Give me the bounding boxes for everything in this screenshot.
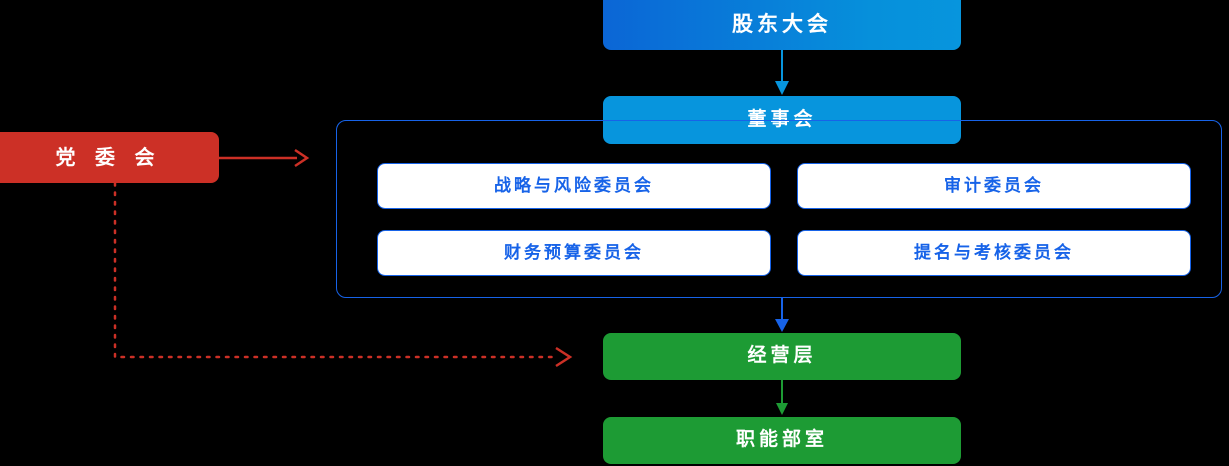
node-committee-audit[interactable]: 审计委员会 xyxy=(797,163,1191,209)
node-committee-strategy-risk[interactable]: 战略与风险委员会 xyxy=(377,163,771,209)
connector-party-to-management xyxy=(108,183,578,383)
node-management-layer[interactable]: 经营层 xyxy=(603,333,961,380)
node-party-committee[interactable]: 党 委 会 xyxy=(0,132,219,183)
connector-party-to-board xyxy=(219,147,311,169)
node-shareholders-meeting[interactable]: 股东大会 xyxy=(603,0,961,50)
node-functional-departments[interactable]: 职能部室 xyxy=(603,417,961,464)
connector-shareholders-to-board xyxy=(770,50,794,96)
node-committee-nomination-appraisal[interactable]: 提名与考核委员会 xyxy=(797,230,1191,276)
committees-container xyxy=(336,120,1222,298)
node-committee-finance-budget[interactable]: 财务预算委员会 xyxy=(377,230,771,276)
connector-management-to-departments xyxy=(770,380,794,416)
connector-board-to-management xyxy=(770,298,794,334)
